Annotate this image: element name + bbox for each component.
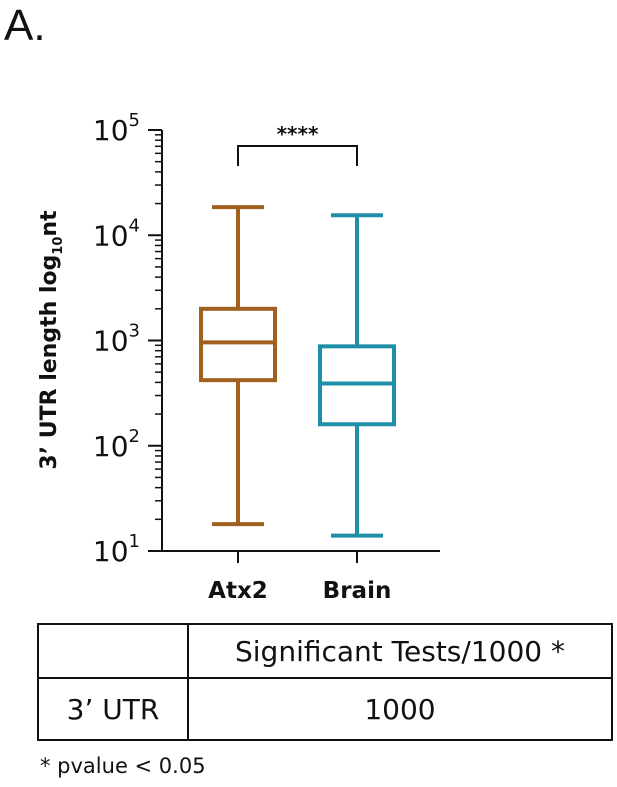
significance-annotation: **** (237, 122, 358, 166)
y-tick-label-base: 10 (93, 325, 129, 358)
table-header-row: Significant Tests/1000 * (37, 623, 613, 679)
panel-label: A. (4, 1, 46, 50)
x-axis: Atx2 Brain (162, 550, 440, 604)
y-tick-label: 101 (93, 531, 140, 568)
y-axis-label-suffix: nt (37, 210, 62, 237)
y-tick-label-exponent: 2 (129, 426, 140, 447)
y-tick-label-exponent: 1 (129, 531, 140, 552)
x-tick-label: Brain (323, 578, 392, 604)
y-tick-label-base: 10 (93, 114, 129, 147)
y-tick-label: 104 (93, 215, 140, 252)
y-tick-label-base: 10 (93, 219, 129, 252)
y-tick-label-exponent: 3 (129, 321, 140, 342)
y-tick-label: 102 (93, 426, 140, 463)
significance-stars: **** (277, 122, 319, 146)
box-brain (318, 213, 396, 538)
y-tick-label-exponent: 5 (129, 110, 140, 131)
x-tick-label: Atx2 (208, 578, 268, 604)
y-tick-label: 105 (93, 110, 140, 147)
y-tick-label-base: 10 (93, 430, 129, 463)
table-header-cell-significant-tests: Significant Tests/1000 * (187, 623, 613, 679)
stats-table: Significant Tests/1000 * 3’ UTR 1000 (37, 623, 613, 741)
table-row: 3’ UTR 1000 (37, 677, 613, 741)
table-header-cell-empty (37, 623, 189, 679)
y-axis-label: 3’ UTR length log10nt (37, 210, 66, 470)
y-tick-label-base: 10 (93, 535, 129, 568)
y-axis-label-subscript: 10 (51, 237, 66, 255)
box-iqr (199, 306, 277, 383)
y-tick-label: 103 (93, 321, 140, 358)
table-row-value: 1000 (187, 677, 613, 741)
significance-bracket (237, 145, 358, 166)
box-atx2 (199, 205, 277, 527)
table-row-label: 3’ UTR (37, 677, 189, 741)
footnote: * pvalue < 0.05 (40, 754, 206, 778)
boxes (199, 205, 396, 538)
y-tick-label-exponent: 4 (129, 215, 140, 236)
y-axis-label-main: 3’ UTR length log (37, 255, 62, 470)
